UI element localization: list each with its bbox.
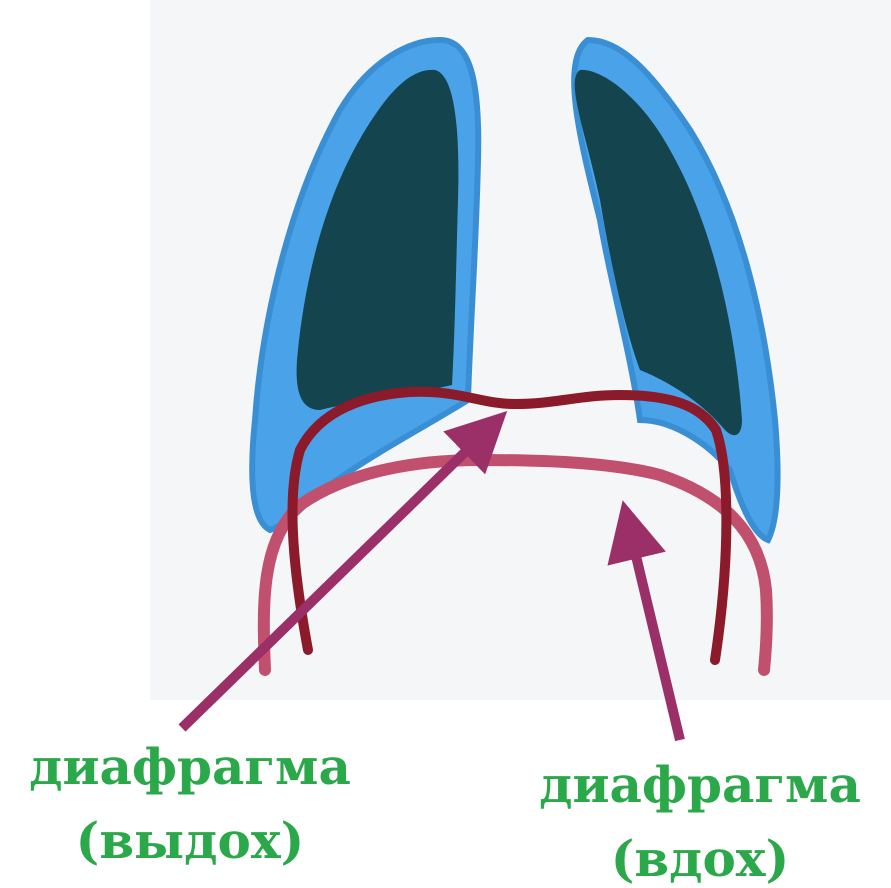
label-exhale-line2: (выдох) bbox=[10, 816, 370, 866]
label-inhale-line1: диафрагма bbox=[520, 760, 880, 810]
label-inhale-line2: (вдох) bbox=[520, 834, 880, 884]
label-inhale: диафрагма (вдох) bbox=[520, 760, 880, 884]
label-exhale-line1: диафрагма bbox=[10, 742, 370, 792]
label-exhale: диафрагма (выдох) bbox=[10, 742, 370, 866]
